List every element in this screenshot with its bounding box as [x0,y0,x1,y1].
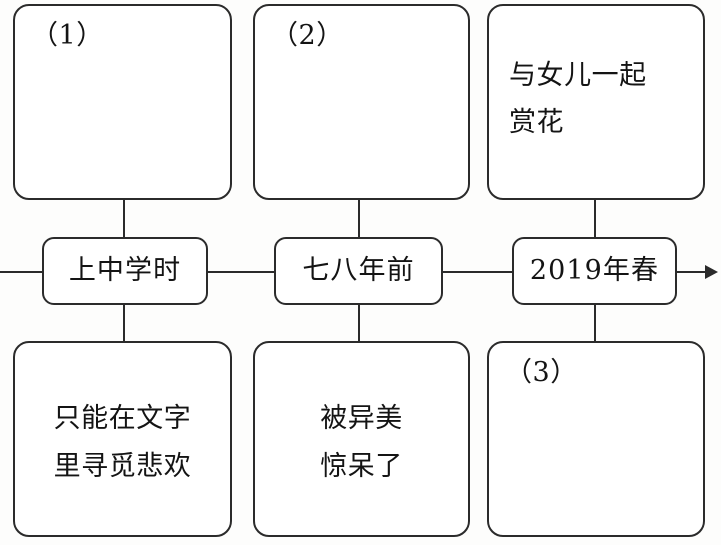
connector-bottom-2 [358,305,360,342]
timeline-axis-segment-1 [207,271,275,273]
timeline-stage-1[interactable]: 上中学时 [42,237,208,305]
timeline-arrow-icon [705,265,718,279]
connector-bottom-1 [123,305,125,342]
connector-top-2 [358,200,360,237]
top-box-3[interactable]: 与女儿一起 赏花 [487,4,705,200]
top-box-1[interactable]: （1） [13,4,232,200]
bottom-box-3-label: （3） [505,357,578,388]
connector-top-1 [123,200,125,237]
timeline-stage-1-label: 上中学时 [68,255,182,287]
timeline-stage-2[interactable]: 七八年前 [274,237,443,305]
bottom-box-1[interactable]: 只能在文字 里寻觅悲欢 [13,341,232,537]
bottom-box-2[interactable]: 被异美 惊呆了 [253,341,470,537]
bottom-box-2-label: 被异美 惊呆了 [320,403,403,483]
timeline-axis-end [676,271,708,273]
timeline-stage-2-label: 七八年前 [302,255,415,287]
top-box-3-label: 与女儿一起 赏花 [509,60,647,139]
connector-top-3 [594,200,596,237]
timeline-stage-3[interactable]: 2019年春 [512,237,677,305]
top-box-2[interactable]: （2） [253,4,470,200]
timeline-axis-segment-2 [442,271,513,273]
bottom-box-3[interactable]: （3） [487,341,705,537]
bottom-box-1-label: 只能在文字 里寻觅悲欢 [53,403,192,483]
top-box-2-label: （2） [271,20,344,51]
timeline-axis-start [0,271,43,273]
timeline-stage-3-label: 2019年春 [529,255,660,287]
connector-bottom-3 [594,305,596,342]
top-box-1-label: （1） [31,20,104,51]
